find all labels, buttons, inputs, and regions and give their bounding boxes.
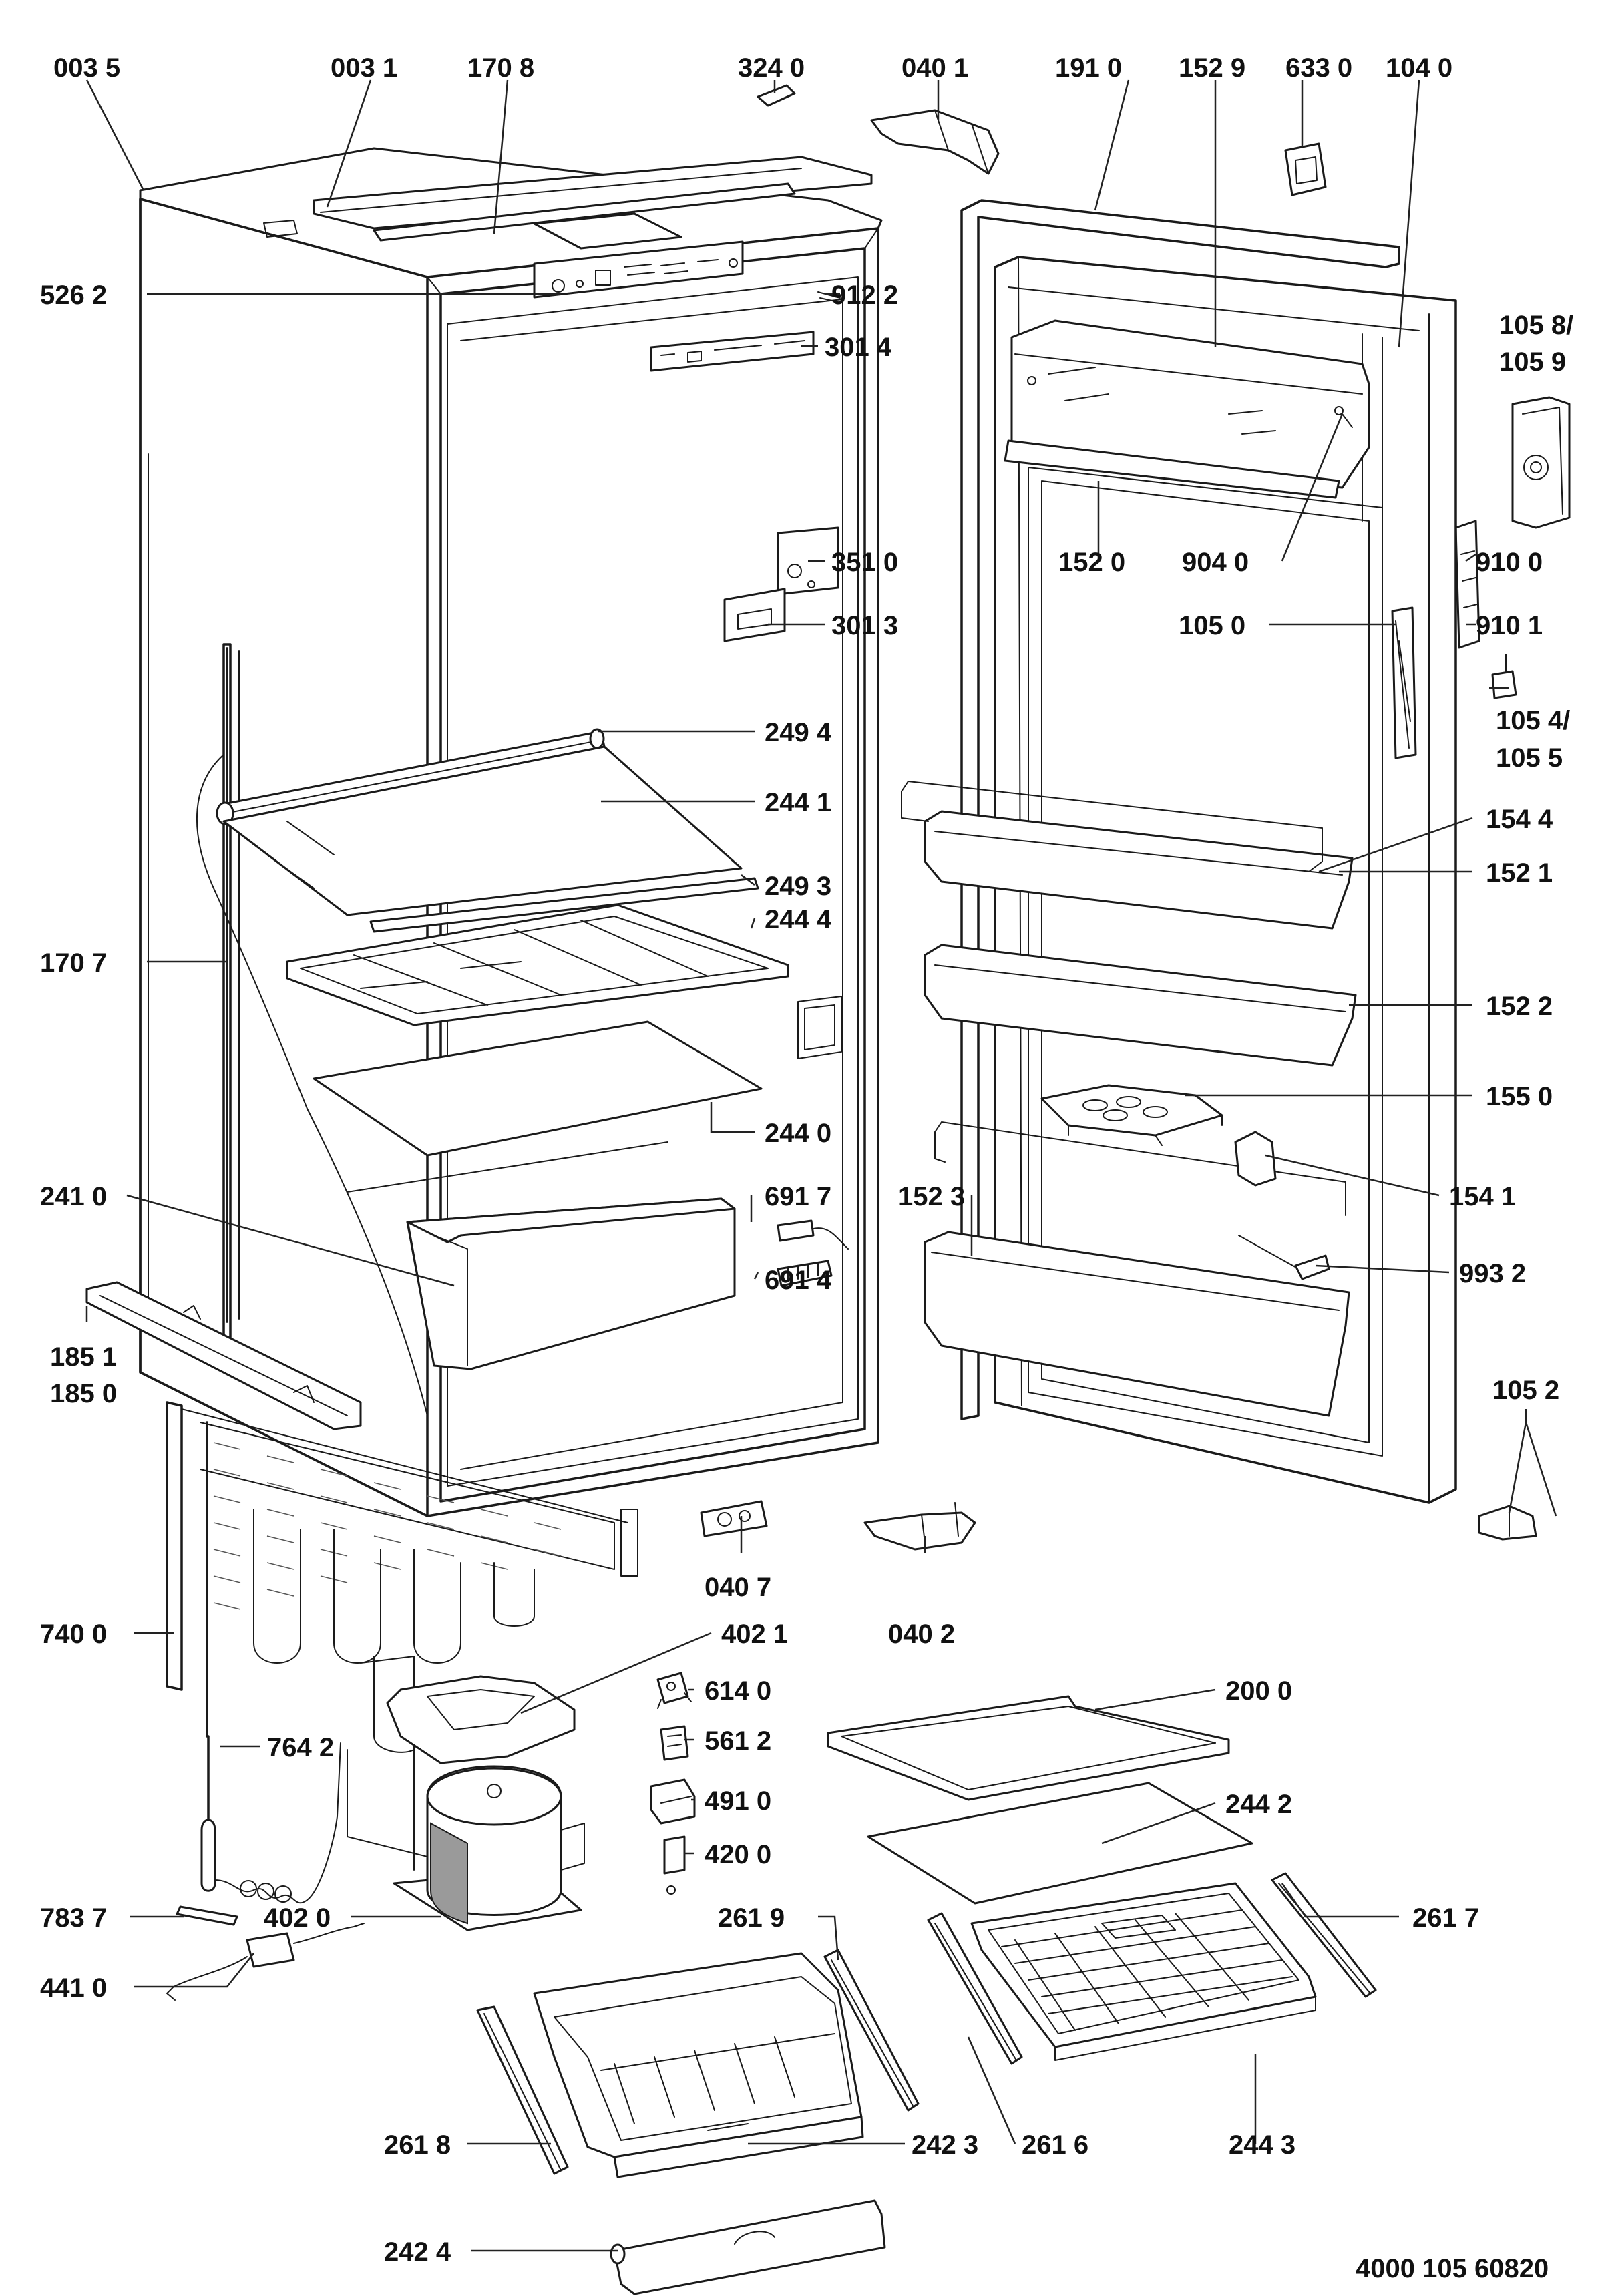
label-7642: 764 2 — [267, 1733, 334, 1762]
label-3014: 301 4 — [825, 333, 892, 362]
condenser — [166, 1401, 638, 1738]
door-balcony-2 — [924, 944, 1357, 1067]
compressor — [347, 1656, 585, 1931]
label-7400: 740 0 — [40, 1619, 107, 1649]
glass-shelf-upper — [216, 728, 759, 933]
label-6140: 614 0 — [705, 1676, 771, 1706]
hinge-plates — [1454, 520, 1480, 649]
label-2619: 261 9 — [718, 1903, 785, 1933]
label-1040: 104 0 — [1386, 53, 1452, 83]
label-0402: 040 2 — [888, 1619, 955, 1649]
label-2410: 241 0 — [40, 1182, 107, 1211]
label-1550: 155 0 — [1486, 1082, 1553, 1111]
label-4020: 402 0 — [264, 1903, 331, 1933]
cable-parts — [166, 1905, 365, 2001]
leader-lines — [85, 79, 1557, 2252]
label-2423: 242 3 — [912, 2130, 978, 2160]
label-4910: 491 0 — [705, 1786, 771, 1816]
light-switch-parts — [777, 1219, 849, 1287]
label-1707: 170 7 — [40, 948, 107, 978]
label-1521: 152 1 — [1486, 858, 1553, 888]
label-2424: 242 4 — [384, 2237, 451, 2267]
label-1708: 170 8 — [467, 53, 534, 83]
base-rail — [85, 1281, 362, 1430]
label-0401: 040 1 — [902, 53, 968, 83]
side-wall-liner — [196, 643, 428, 1416]
glass-plate-lower — [313, 1020, 763, 1193]
label-3240: 324 0 — [738, 53, 805, 83]
label-2440: 244 0 — [765, 1119, 831, 1148]
label-1054b: 105 5 — [1496, 743, 1563, 773]
label-2441: 244 1 — [765, 788, 831, 817]
label-4021: 402 1 — [721, 1619, 788, 1649]
label-1050: 105 0 — [1179, 611, 1245, 640]
label-6914: 691 4 — [765, 1266, 832, 1295]
label-1522: 152 2 — [1486, 992, 1553, 1021]
electrical-parts — [650, 1672, 696, 1895]
frame-shelf — [286, 904, 789, 1026]
glass-plate-freezer — [867, 1782, 1253, 1905]
label-1058b: 105 9 — [1499, 347, 1566, 377]
telescopic-rails — [476, 1872, 1377, 2175]
label-0035: 003 5 — [53, 53, 120, 83]
drawer-front — [610, 2199, 886, 2295]
label-1541: 154 1 — [1449, 1182, 1516, 1211]
label-2000: 200 0 — [1225, 1676, 1292, 1706]
label-1850: 185 0 — [50, 1379, 117, 1408]
label-1058a: 105 8/ — [1499, 311, 1573, 340]
label-3013: 301 3 — [831, 611, 898, 640]
hinges — [700, 84, 1537, 1551]
egg-tray — [1040, 1084, 1223, 1146]
label-1054a: 105 4/ — [1496, 706, 1570, 735]
door-balcony-bottle — [924, 1231, 1350, 1417]
label-2442: 244 2 — [1225, 1790, 1292, 1819]
freezer-drawer — [533, 1952, 864, 2178]
freezer-tray — [827, 1695, 1230, 1801]
label-0031: 003 1 — [331, 53, 397, 83]
label-9040: 904 0 — [1182, 548, 1249, 577]
label-2616: 261 6 — [1022, 2130, 1088, 2160]
label-9122: 912 2 — [831, 280, 898, 310]
label-0407: 040 7 — [705, 1573, 771, 1602]
bottle-rail — [934, 1121, 1346, 1216]
door-handle-strip — [1391, 606, 1417, 759]
thermo-sensor — [200, 1735, 341, 1904]
label-1910: 191 0 — [1055, 53, 1122, 83]
label-2444: 244 4 — [765, 905, 832, 934]
label-1851: 185 1 — [50, 1342, 117, 1372]
label-9100: 910 0 — [1476, 548, 1543, 577]
label-2618: 261 8 — [384, 2130, 451, 2160]
diagram-code: 4000 105 60820 — [1356, 2254, 1549, 2283]
label-1529: 152 9 — [1179, 53, 1245, 83]
label-5612: 561 2 — [705, 1726, 771, 1756]
label-4410: 441 0 — [40, 1973, 107, 2003]
door-top-balcony — [1004, 319, 1370, 499]
label-1052: 105 2 — [1492, 1376, 1559, 1405]
crisper-drawer — [406, 1197, 736, 1370]
label-2443: 244 3 — [1229, 2130, 1295, 2160]
label-3510: 351 0 — [831, 548, 898, 577]
label-2617: 261 7 — [1412, 1903, 1479, 1933]
label-2494: 249 4 — [765, 718, 832, 747]
label-4200: 420 0 — [705, 1840, 771, 1869]
label-1544: 154 4 — [1486, 805, 1553, 834]
label-6917: 691 7 — [765, 1182, 831, 1211]
label-6330: 633 0 — [1285, 53, 1352, 83]
hinge-cover — [1511, 396, 1571, 529]
door-balcony-1 — [901, 781, 1354, 930]
label-9101: 910 1 — [1476, 611, 1543, 640]
part-labels: 003 5 003 1 170 8 324 0 040 1 191 0 152 … — [40, 53, 1573, 2283]
label-9932: 993 2 — [1459, 1259, 1526, 1288]
label-1520: 152 0 — [1058, 548, 1125, 577]
door-thermometer — [1238, 1235, 1330, 1280]
label-1523: 152 3 — [898, 1182, 965, 1211]
label-2493: 249 3 — [765, 872, 831, 901]
label-5262: 526 2 — [40, 280, 107, 310]
wire-freezer-shelf — [970, 1882, 1317, 2061]
label-7837: 783 7 — [40, 1903, 107, 1933]
